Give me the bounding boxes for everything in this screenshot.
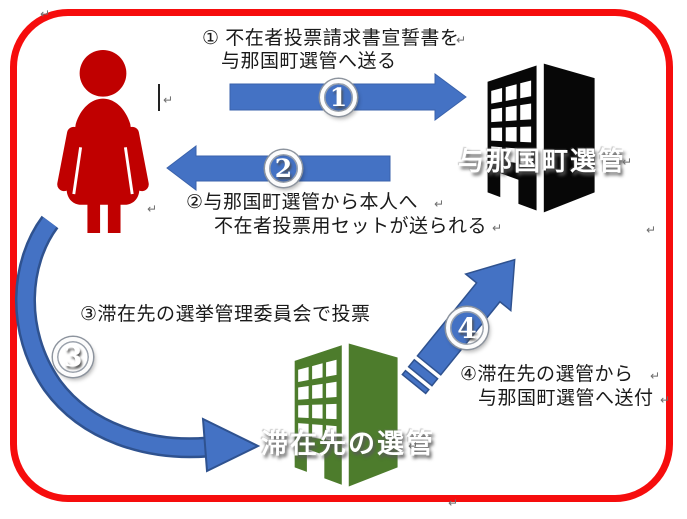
step-2-number: 2	[274, 154, 293, 183]
step-1-number: 1	[329, 83, 348, 112]
return-mark: ↵	[434, 197, 445, 211]
diagram-border	[10, 9, 673, 502]
yonaguni-building-label: 与那国町選管	[458, 146, 627, 176]
step-3-text: ③滞在先の選挙管理委員会で投票	[80, 304, 371, 325]
return-mark: ↵	[163, 93, 174, 107]
return-mark: ↵	[147, 202, 158, 216]
voter-person-icon	[57, 49, 149, 233]
step-3-badge: 3	[53, 337, 93, 377]
stay-building-label: 滞在先の選管	[261, 429, 435, 459]
return-mark: ↵	[622, 155, 633, 169]
text-cursor	[158, 84, 160, 111]
return-mark: ↵	[40, 7, 51, 21]
step-3-number: 3	[63, 341, 83, 373]
step-4-text-line2: 与那国町選管へ送付	[478, 388, 654, 409]
step-1-text-line2: 与那国町選管へ送る	[221, 51, 397, 72]
step-2-text-line1: ②与那国町選管から本人へ	[186, 192, 419, 213]
step-4-number: 4	[457, 311, 477, 345]
step-4-badge: 4	[446, 307, 488, 349]
return-mark: ↵	[646, 223, 657, 237]
step-2-badge: 2	[265, 150, 302, 187]
step-2-text-line2: 不在者投票用セットが送られる	[214, 216, 488, 237]
step-4-text-line1: ④滞在先の選管から	[460, 364, 634, 385]
return-mark: ↵	[456, 33, 467, 47]
return-mark: ↵	[660, 393, 671, 407]
return-mark: ↵	[366, 56, 377, 70]
return-mark: ↵	[650, 369, 661, 383]
step-1-text-line1: ① 不在者投票請求書宣誓書を	[202, 28, 460, 49]
return-mark: ↵	[448, 496, 459, 510]
step-1-badge: 1	[320, 79, 357, 116]
return-mark: ↵	[492, 221, 503, 235]
return-mark: ↵	[408, 439, 419, 453]
return-mark: ↵	[356, 309, 367, 323]
